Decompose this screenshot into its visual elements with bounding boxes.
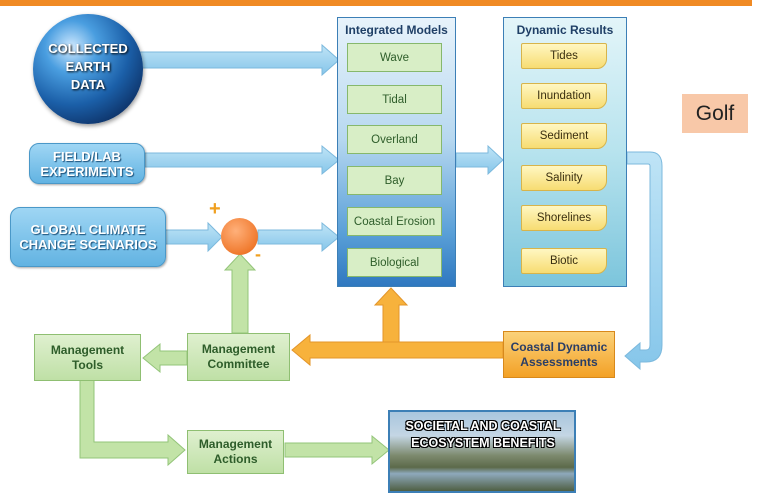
top-accent-bar — [0, 0, 752, 6]
coastal-dynamic-assessments-box: Coastal Dynamic Assessments — [503, 331, 615, 378]
model-tidal: Tidal — [347, 85, 442, 114]
summing-node — [221, 218, 258, 255]
plus-sign: + — [209, 198, 221, 220]
arrow-results-to-assessments — [624, 151, 663, 371]
management-committee-box: Management Committee — [187, 333, 290, 381]
arrow-assessments-to-committee — [291, 333, 504, 367]
golf-label: Golf — [682, 94, 748, 133]
arrow-climate-to-node — [164, 221, 223, 253]
minus-sign: - — [255, 244, 261, 264]
global-climate-scenarios-box: GLOBAL CLIMATE CHANGE SCENARIOS — [10, 207, 166, 267]
arrow-field-to-models — [144, 144, 340, 176]
arrow-actions-to-benefits — [284, 434, 390, 466]
field-lab-experiments-box: FIELD/LAB EXPERIMENTS — [29, 143, 145, 184]
integrated-models-title: Integrated Models — [345, 23, 448, 37]
result-sediment: Sediment — [521, 123, 607, 149]
arrow-tools-to-actions — [79, 379, 186, 467]
model-overland: Overland — [347, 125, 442, 154]
arrow-node-to-models — [257, 221, 340, 253]
result-salinity: Salinity — [521, 165, 607, 191]
model-bay: Bay — [347, 166, 442, 195]
earth-globe-icon — [33, 14, 143, 124]
dynamic-results-title: Dynamic Results — [516, 23, 614, 37]
arrow-earth-to-models — [139, 43, 340, 77]
coastal-ecosystem-photo — [388, 410, 576, 493]
arrow-committee-to-tools — [142, 342, 188, 374]
model-wave: Wave — [347, 43, 442, 72]
result-inundation: Inundation — [521, 83, 607, 109]
result-shorelines: Shorelines — [521, 205, 607, 231]
result-biotic: Biotic — [521, 248, 607, 274]
collected-earth-data-label: COLLECTED EARTH DATA — [48, 41, 128, 92]
arrow-assessments-to-models — [373, 287, 409, 343]
societal-coastal-benefits-label: SOCIETAL AND COASTAL ECOSYSTEM BENEFITS — [405, 419, 561, 450]
management-tools-box: Management Tools — [34, 334, 141, 381]
model-biological: Biological — [347, 248, 442, 277]
model-coastal-erosion: Coastal Erosion — [347, 207, 442, 236]
arrow-committee-to-node — [223, 253, 257, 334]
arrow-models-to-results — [455, 144, 504, 176]
management-actions-box: Management Actions — [187, 430, 284, 474]
result-tides: Tides — [521, 43, 607, 69]
